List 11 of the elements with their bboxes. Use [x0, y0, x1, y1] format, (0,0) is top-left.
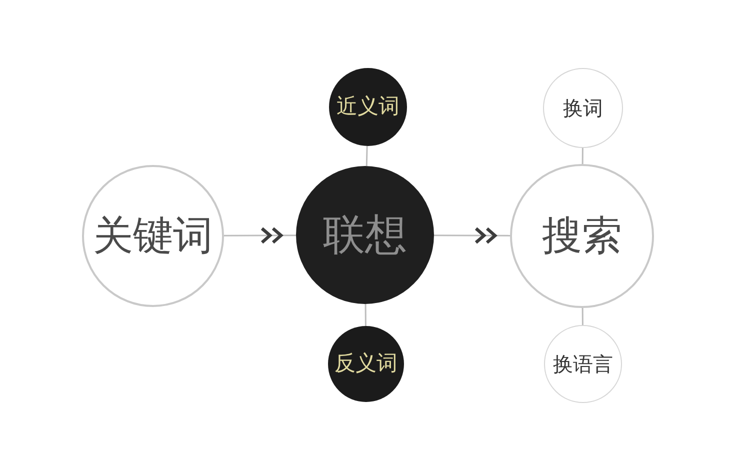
- circle-node: 搜索: [510, 164, 654, 308]
- connector-line: [366, 146, 368, 166]
- circle-node: 联想: [296, 166, 434, 304]
- circle-node: 反义词: [328, 326, 404, 402]
- connector-line: [364, 304, 366, 326]
- connector-line: [582, 308, 584, 325]
- circle-node: 换词: [543, 68, 623, 148]
- circle-node: 换语言: [544, 325, 622, 403]
- connector-line: [582, 148, 584, 164]
- circle-node: 近义词: [329, 68, 407, 146]
- circle-node: 关键词: [82, 165, 224, 307]
